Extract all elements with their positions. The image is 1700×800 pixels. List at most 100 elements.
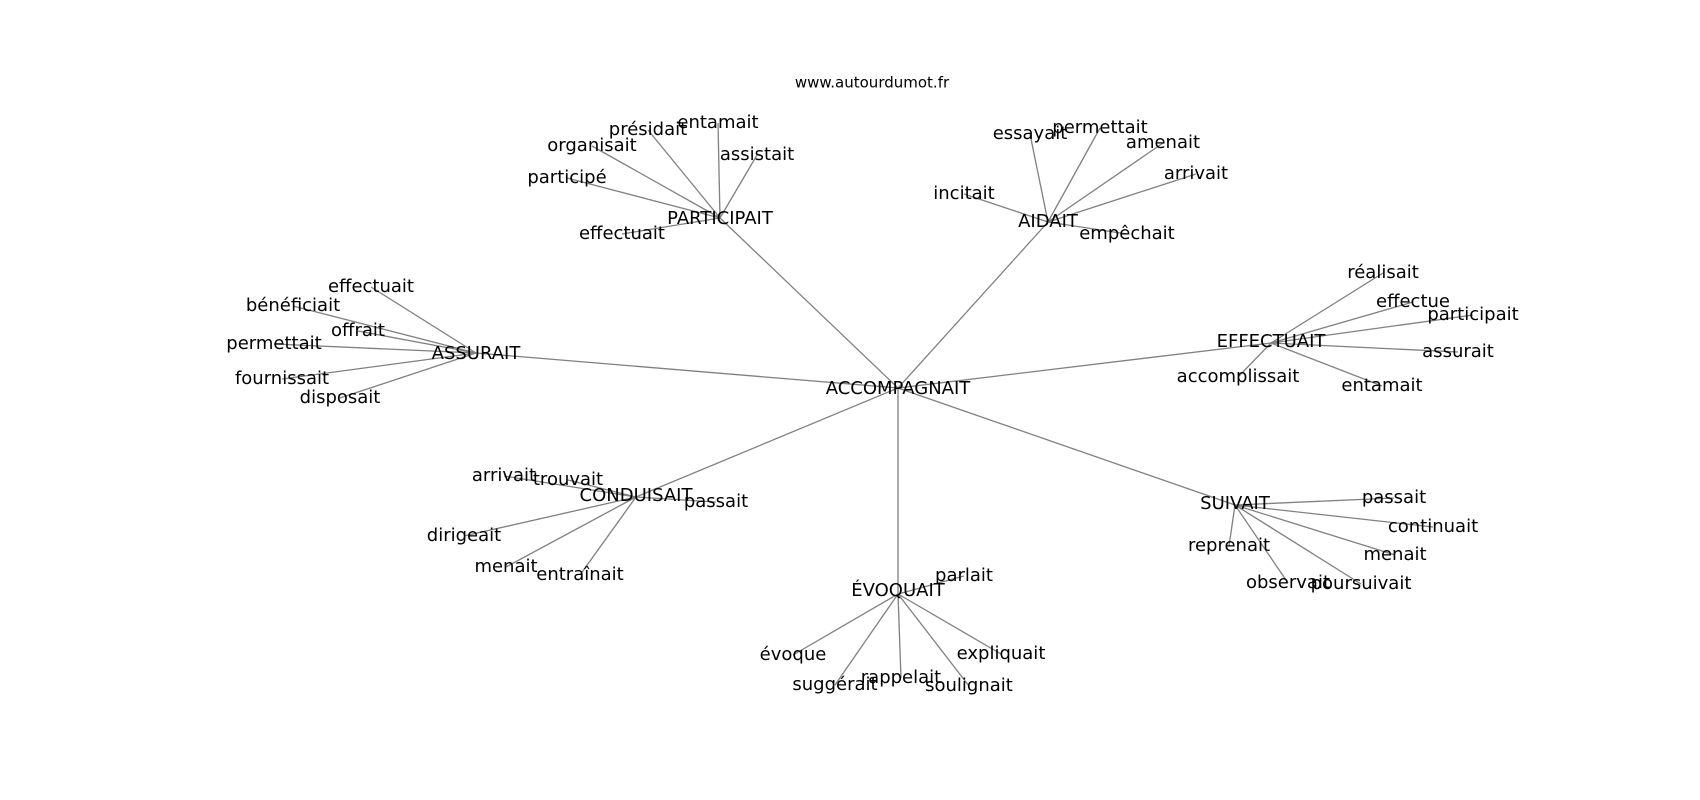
leaf-edge <box>1270 314 1474 344</box>
leaf-edge <box>897 593 1002 655</box>
leaf-node-label: passait <box>1362 487 1426 508</box>
leaf-node-label: incitait <box>933 183 994 204</box>
leaf-edge <box>1234 504 1362 585</box>
leaf-node-label: permettait <box>226 333 321 354</box>
leaf-edge <box>897 575 965 595</box>
leaf-node-label: empêchait <box>1079 223 1175 244</box>
leaf-node-label: trouvait <box>533 469 603 490</box>
leaf-edge <box>1047 142 1164 223</box>
leaf-edge <box>1234 504 1396 556</box>
leaf-node-label: dirigeait <box>427 525 501 546</box>
leaf-edge <box>1228 504 1236 547</box>
leaf-edge <box>1270 272 1384 344</box>
leaf-edge <box>1047 221 1128 235</box>
leaf-node-label: observait <box>1246 572 1330 593</box>
leaf-node-label: réalisait <box>1347 262 1419 283</box>
leaf-edge <box>503 475 637 498</box>
hub-node-label: SUIVAIT <box>1200 493 1271 514</box>
leaf-node-label: assurait <box>1422 341 1494 362</box>
leaf-edge <box>1234 497 1395 506</box>
leaf-node-label: entamait <box>1341 375 1422 396</box>
leaf-edge <box>647 129 721 219</box>
root-edge <box>897 342 1272 389</box>
leaf-node-label: permettait <box>1052 117 1147 138</box>
leaf-edge <box>463 496 637 537</box>
leaf-edge <box>1047 173 1197 223</box>
leaf-edge <box>505 496 637 568</box>
leaf-edge <box>566 177 721 219</box>
node-labels: ACCOMPAGNAITPARTICIPAITentamaitprésidait… <box>226 112 1518 696</box>
leaf-node-label: effectue <box>1376 291 1450 312</box>
leaf-edge <box>719 154 758 219</box>
leaf-node-label: accomplissait <box>1177 366 1300 387</box>
leaf-edge <box>579 496 637 576</box>
leaf-node-label: entraînait <box>536 564 623 585</box>
leaf-node-label: menait <box>1363 544 1426 565</box>
leaf-edge <box>963 193 1049 223</box>
leaf-node-label: amenait <box>1126 132 1200 153</box>
root-edge <box>719 217 899 389</box>
leaf-node-label: parlait <box>935 565 993 586</box>
hub-node-label: CONDUISAIT <box>580 485 694 506</box>
leaf-edge <box>567 479 637 498</box>
leaf-node-label: assistait <box>720 144 794 165</box>
leaf-edge <box>1270 301 1414 344</box>
root-edge <box>635 387 899 498</box>
leaf-edge <box>281 352 477 380</box>
edges <box>273 122 1474 687</box>
leaf-edge <box>834 593 899 686</box>
leaf-edge <box>1047 127 1101 223</box>
leaf-node-label: bénéficiait <box>246 295 340 316</box>
leaf-node-label: suggérait <box>792 674 877 695</box>
leaf-edge <box>1234 504 1434 528</box>
leaf-node-label: arrivait <box>472 465 536 486</box>
leaf-edge <box>273 343 477 354</box>
leaf-node-label: arrivait <box>1164 163 1228 184</box>
leaf-node-label: expliquait <box>957 643 1046 664</box>
leaf-node-label: passait <box>684 491 748 512</box>
leaf-edge <box>339 352 477 399</box>
source-label: www.autourdumot.fr <box>795 74 950 92</box>
hub-node-label: ASSURAIT <box>432 343 522 364</box>
leaf-node-label: menait <box>474 556 537 577</box>
hub-node-label: ÉVOQUAIT <box>851 579 946 601</box>
leaf-edge <box>370 286 477 354</box>
leaf-edge <box>1029 133 1049 223</box>
leaf-node-label: participait <box>1427 304 1518 325</box>
leaf-node-label: rappelait <box>861 667 941 688</box>
hub-node-label: AIDAIT <box>1018 211 1079 232</box>
root-node-label: ACCOMPAGNAIT <box>826 378 972 399</box>
leaf-node-label: disposait <box>300 387 381 408</box>
root-edge <box>897 387 1236 506</box>
leaf-node-label: effectuait <box>328 276 414 297</box>
leaf-node-label: soulignait <box>925 675 1013 696</box>
leaf-node-label: reprenait <box>1188 535 1270 556</box>
leaf-node-label: évoque <box>760 644 827 665</box>
leaf-edge <box>1234 504 1289 584</box>
leaf-node-label: fournissait <box>235 368 329 389</box>
leaf-edge <box>1237 342 1272 378</box>
leaf-edge <box>635 496 717 503</box>
leaf-edge <box>292 305 477 354</box>
leaf-edge <box>897 593 902 679</box>
leaf-node-label: organisait <box>547 135 636 156</box>
leaf-edge <box>717 122 721 219</box>
leaf-edge <box>1270 342 1459 353</box>
leaf-node-label: essayait <box>993 123 1068 144</box>
leaf-node-label: effectuait <box>579 223 665 244</box>
leaf-node-label: présidait <box>609 119 687 140</box>
leaf-edge <box>897 593 970 687</box>
leaf-edge <box>792 593 899 656</box>
leaf-edge <box>1270 342 1383 387</box>
leaf-node-label: entamait <box>677 112 758 133</box>
leaf-node-label: poursuivait <box>1311 573 1412 594</box>
leaf-edge <box>621 217 721 235</box>
leaf-edge <box>591 145 721 219</box>
root-edge <box>897 221 1049 389</box>
root-edge <box>475 352 899 389</box>
hub-node-label: PARTICIPAIT <box>667 208 774 229</box>
leaf-node-label: participé <box>527 167 606 188</box>
hub-node-label: EFFECTUAIT <box>1217 331 1327 352</box>
leaf-node-label: offrait <box>331 320 385 341</box>
